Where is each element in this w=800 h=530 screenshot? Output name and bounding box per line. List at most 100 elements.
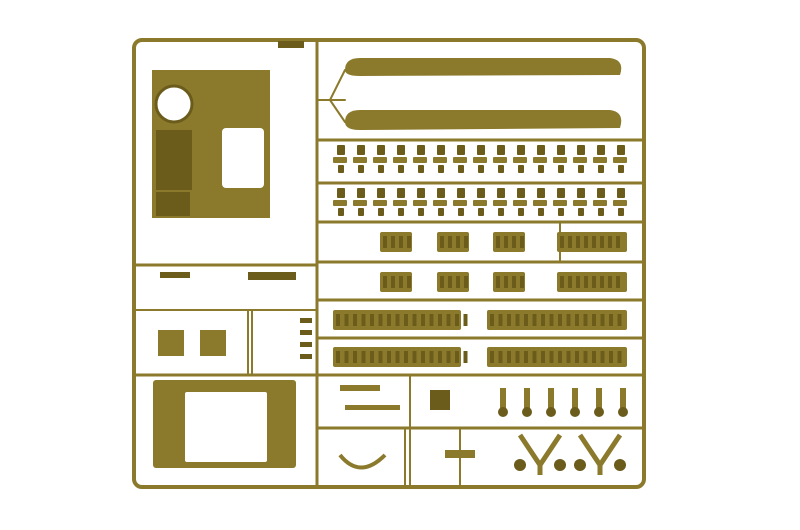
track-tooth [463,314,468,326]
track-tooth [609,314,613,326]
small-link-part [553,157,567,163]
small-link-part [357,145,365,155]
track-tooth [456,276,460,288]
track-tooth [336,351,340,363]
rod-part [160,272,190,278]
suspension-arm [620,388,626,414]
small-link-part [517,188,525,198]
small-link-part [513,200,527,206]
small-link-part [398,165,404,173]
track-tooth [608,276,612,288]
small-link-part [353,200,367,206]
curved-part [338,453,387,470]
track-tooth [512,236,516,248]
small-pin-part [300,318,312,323]
small-link-part [478,208,484,216]
suspension-wheel-hub [498,407,508,417]
track-tooth [566,351,571,363]
suspension-arm [524,388,530,414]
track-tooth [575,351,579,363]
track-tooth [490,314,494,326]
track-tooth [455,351,459,363]
small-link-part [597,188,605,198]
small-link-part [438,208,444,216]
track-tooth [336,314,340,326]
small-pin-part [300,354,312,359]
track-tooth [600,276,604,288]
small-link-part [538,165,544,173]
small-link-part [333,200,347,206]
small-link-part [593,157,607,163]
suspension-arm [572,388,578,414]
small-link-part [598,165,604,173]
track-segment [380,272,412,292]
runner [329,99,346,123]
small-link-part [398,208,404,216]
small-link-part [493,157,507,163]
small-link-part [577,145,585,155]
track-tooth [353,351,357,363]
track-tooth [520,276,524,288]
small-pin-part [300,330,312,335]
suspension-wheel-hub [570,407,580,417]
small-link-part [453,200,467,206]
track-tooth [532,314,537,326]
track-tooth [560,276,564,288]
track-tooth [429,351,434,363]
track-tooth [507,314,511,326]
small-link-part [457,145,465,155]
small-link-part [377,188,385,198]
small-link-part [558,165,564,173]
small-link-part [613,200,627,206]
small-link-part [473,157,487,163]
track-tooth [524,314,528,326]
track-tooth [549,314,554,326]
track-tooth [463,351,468,363]
small-link-part [573,200,587,206]
small-link-part [358,165,364,173]
small-link-part [338,208,344,216]
track-tooth [592,276,596,288]
small-link-part [457,188,465,198]
bogie-assembly [517,433,563,475]
small-link-part [393,200,407,206]
runner [329,69,346,101]
track-tooth [616,276,620,288]
small-link-part [617,188,625,198]
track-tooth [383,276,387,288]
suspension-arm [500,388,506,414]
small-link-part [417,145,425,155]
small-link-part [597,145,605,155]
track-tooth [532,351,537,363]
track-tooth [592,314,596,326]
track-tooth [438,314,442,326]
small-link-part [337,188,345,198]
small-link-part [573,157,587,163]
small-link-part [417,188,425,198]
track-tooth [387,351,391,363]
small-link-part [378,208,384,216]
track-segment [380,232,412,252]
small-link-part [533,200,547,206]
small-link-part [517,145,525,155]
track-tooth [583,314,588,326]
track-tooth [520,236,524,248]
track-tooth [438,351,442,363]
small-link-part [477,145,485,155]
track-tooth [568,276,572,288]
suspension-arm [548,388,554,414]
small-link-part [333,157,347,163]
track-rail-top [345,58,622,76]
small-link-part [397,188,405,198]
track-tooth [549,351,554,363]
small-link-part [533,157,547,163]
track-tooth [504,276,508,288]
track-tooth [391,236,395,248]
track-tooth [541,351,545,363]
small-link-part [593,200,607,206]
suspension-arm [596,388,602,414]
track-tooth [515,314,520,326]
bogie-assembly [577,433,623,475]
track-tooth [617,351,622,363]
small-link-part [558,208,564,216]
